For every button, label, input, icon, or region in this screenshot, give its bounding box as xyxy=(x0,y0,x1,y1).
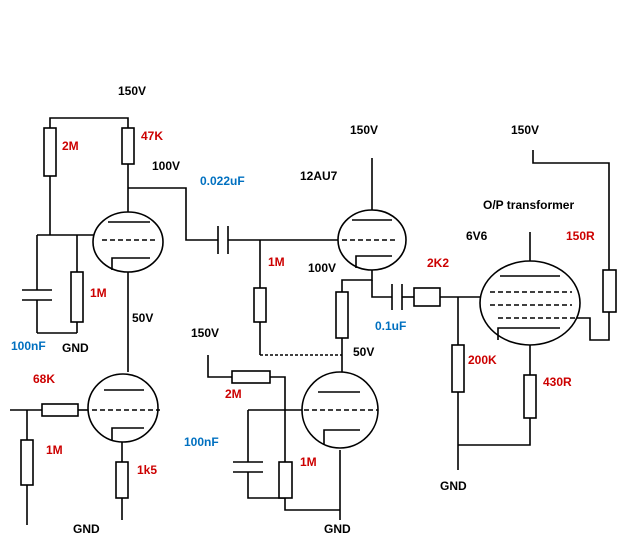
label-2k2: 2K2 xyxy=(427,256,449,270)
resistor-430r xyxy=(523,374,537,419)
label-100nf-left: 100nF xyxy=(11,339,46,353)
wire-tube3-to-cap01 xyxy=(371,280,392,298)
label-1m-lower-left: 1M xyxy=(46,443,63,457)
label-1m-mid: 1M xyxy=(268,255,285,269)
wire-150v-right xyxy=(532,150,610,270)
label-150r: 150R xyxy=(566,229,595,243)
wire-150r-bottom xyxy=(575,312,610,341)
label-2m-top: 2M xyxy=(62,139,79,153)
wire-top-rail xyxy=(49,117,129,128)
tube-12au7-upper xyxy=(337,209,407,271)
label-150v-right: 150V xyxy=(511,123,539,137)
label-47k: 47K xyxy=(141,129,163,143)
label-68k: 68K xyxy=(33,372,55,386)
resistor-100v-b xyxy=(335,291,349,339)
label-op-transformer: O/P transformer xyxy=(483,198,574,212)
label-gnd-left-top: GND xyxy=(62,341,89,355)
capacitor-01uf xyxy=(391,284,403,310)
wire-2m-lower-right xyxy=(270,376,305,411)
wires xyxy=(10,117,610,525)
resistor-1m-lower-left xyxy=(20,439,34,486)
resistor-2k2 xyxy=(413,287,441,307)
resistor-1m-mid xyxy=(253,287,267,323)
resistor-1m-left xyxy=(70,271,84,323)
label-0022uf: 0.022uF xyxy=(200,174,245,188)
label-1m-left: 1M xyxy=(90,286,107,300)
tube-4-lower-mid xyxy=(301,371,379,449)
capacitor-100nf-left xyxy=(22,289,52,301)
label-100v-a: 100V xyxy=(152,159,180,173)
wire-cap-lower-bottom xyxy=(247,472,285,499)
labels: 150V 2M 47K 100V 0.022uF 150V 12AU7 150V… xyxy=(11,84,595,536)
resistor-2m-lower xyxy=(231,370,271,384)
tube-2-lower-left xyxy=(87,373,160,443)
wire-plate1-out xyxy=(128,187,218,241)
label-150v-lower: 150V xyxy=(191,326,219,340)
label-150v-mid: 150V xyxy=(350,123,378,137)
label-100nf-lower: 100nF xyxy=(184,435,219,449)
label-100v-b: 100V xyxy=(308,261,336,275)
label-gnd-right: GND xyxy=(440,479,467,493)
resistor-47k xyxy=(121,127,135,165)
capacitor-0022uf xyxy=(217,226,229,254)
label-gnd-bottom-left: GND xyxy=(73,522,100,536)
wire-gnd-right-bus xyxy=(458,418,531,446)
label-50v-a: 50V xyxy=(132,311,153,325)
label-1k5: 1k5 xyxy=(137,463,157,477)
label-50v-b: 50V xyxy=(353,345,374,359)
label-430r: 430R xyxy=(543,375,572,389)
wire-tube3-cathode xyxy=(341,270,373,292)
resistors xyxy=(20,127,617,499)
label-2m-lower: 2M xyxy=(225,387,242,401)
tube-1 xyxy=(92,211,164,273)
label-1m-lower-mid: 1M xyxy=(300,455,317,469)
resistor-68k xyxy=(41,403,79,417)
label-150v-top: 150V xyxy=(118,84,146,98)
resistor-1m-lower-mid xyxy=(278,461,293,499)
label-6v6: 6V6 xyxy=(466,229,488,243)
wire-1m-lowmid-bottom xyxy=(284,498,340,511)
resistor-150r xyxy=(602,269,617,313)
resistor-2m-top xyxy=(43,127,57,177)
resistor-200k xyxy=(451,344,465,393)
label-200k: 200K xyxy=(468,353,497,367)
wire-150v-lower xyxy=(207,355,232,378)
capacitors xyxy=(22,226,403,473)
resistor-1k5 xyxy=(115,461,129,499)
label-gnd-bottom-mid: GND xyxy=(324,522,351,536)
label-01uf: 0.1uF xyxy=(375,319,406,333)
label-12au7: 12AU7 xyxy=(300,169,338,183)
tube-6v6 xyxy=(479,260,581,346)
capacitor-100nf-lower xyxy=(233,461,263,473)
